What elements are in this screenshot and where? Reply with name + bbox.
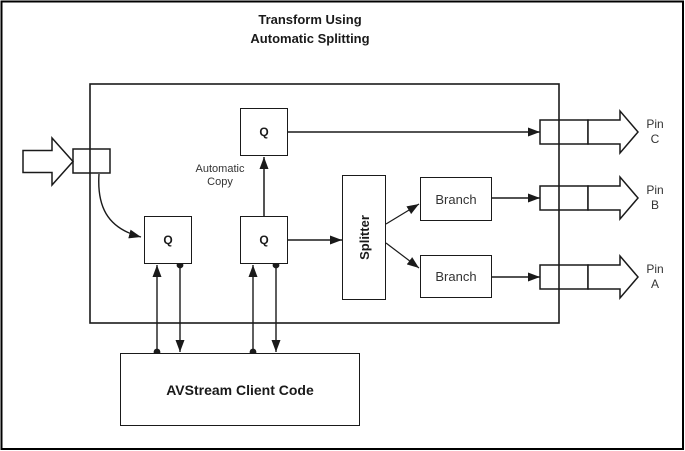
branch-bottom-label: Branch bbox=[435, 269, 477, 284]
input-block-arrow-icon bbox=[22, 136, 75, 187]
diagram-title: Transform Using Automatic Splitting bbox=[110, 10, 510, 48]
pin-c-label: Pin C bbox=[636, 117, 674, 147]
pin-c-block-arrow-icon bbox=[587, 108, 639, 156]
queue-box-top: Q bbox=[240, 108, 288, 156]
pin-a-block-arrow-icon bbox=[587, 253, 639, 301]
pin-a-label: Pin A bbox=[636, 262, 674, 292]
pin-b-block-arrow-icon bbox=[587, 174, 639, 222]
client-code-box: AVStream Client Code bbox=[120, 353, 360, 426]
pin-c-frame-rect bbox=[539, 119, 589, 145]
pin-b-id: B bbox=[650, 198, 659, 212]
filter-container-box bbox=[89, 83, 560, 324]
pin-a-id: A bbox=[650, 277, 659, 291]
queue-left-label: Q bbox=[163, 233, 173, 247]
branch-top-label: Branch bbox=[435, 191, 477, 207]
pin-b-label: Pin B bbox=[636, 183, 674, 213]
pin-b-frame-rect bbox=[539, 185, 589, 211]
automatic-copy-line2: Copy bbox=[207, 176, 233, 188]
splitter-to-branch-bottom-arrow bbox=[385, 242, 420, 269]
diagram-title-line1: Transform Using bbox=[258, 12, 362, 27]
diagram-title-line2: Automatic Splitting bbox=[250, 31, 370, 46]
branch-box-bottom: Branch bbox=[420, 255, 492, 298]
branch-box-top: Branch bbox=[420, 177, 492, 221]
automatic-copy-line1: Automatic bbox=[195, 163, 245, 175]
pin-b-name: Pin bbox=[646, 183, 664, 197]
pin-a-name: Pin bbox=[646, 262, 664, 276]
queue-box-left: Q bbox=[144, 216, 192, 264]
splitter-box: Splitter bbox=[342, 175, 386, 300]
automatic-copy-label: Automatic Copy bbox=[170, 163, 270, 189]
pin-a-frame-rect bbox=[539, 264, 589, 290]
splitter-to-branch-top-arrow bbox=[385, 203, 420, 225]
pin-c-id: C bbox=[650, 132, 660, 146]
queue-box-middle: Q bbox=[240, 216, 288, 264]
pin-c-name: Pin bbox=[646, 117, 664, 131]
splitter-label: Splitter bbox=[356, 215, 372, 260]
client-code-label: AVStream Client Code bbox=[166, 381, 314, 398]
input-to-queue-curved-arrow bbox=[98, 173, 142, 239]
queue-top-label: Q bbox=[259, 125, 269, 139]
input-connection-rect bbox=[72, 148, 111, 174]
queue-middle-label: Q bbox=[259, 233, 269, 247]
